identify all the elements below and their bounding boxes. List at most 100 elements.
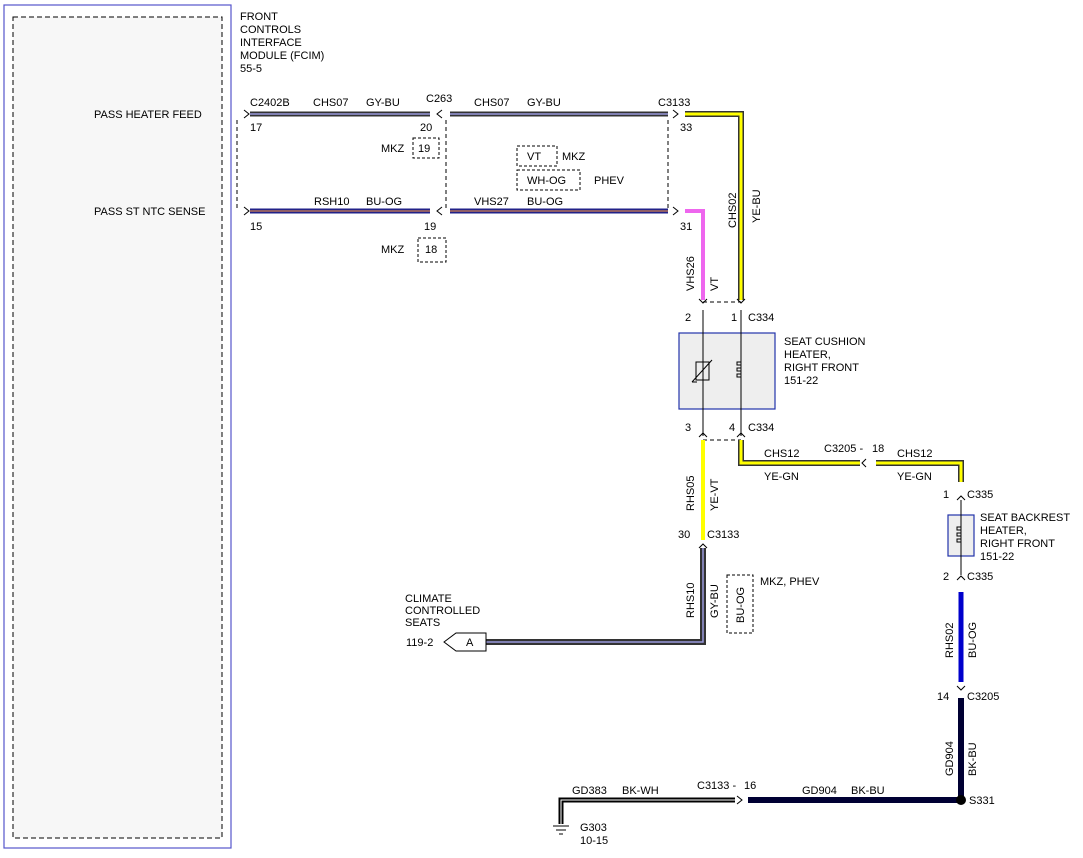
svg-text:HEATER,: HEATER,: [980, 525, 1027, 537]
seat-cushion-heater-box: [678, 332, 776, 410]
pin-arrows: [243, 109, 966, 805]
heater-element-icon: [736, 361, 742, 378]
alt-wh-og-phev: PHEV: [594, 175, 625, 187]
color-ye-gn-a: YE-GN: [764, 471, 799, 483]
connector-c334-top: C334: [748, 312, 774, 324]
color-bk-bu-v: BK-BU: [967, 742, 979, 776]
alt-vt-mkz: MKZ: [562, 151, 586, 163]
color-bk-bu-h: BK-BU: [851, 785, 885, 797]
alt-vt-box: [516, 145, 558, 167]
circuit-rhs10: RHS10: [685, 583, 697, 618]
color-bu-og-a: BU-OG: [366, 196, 402, 208]
alt-mkz-19-label: MKZ: [381, 143, 405, 155]
alt-vt-text: VT: [527, 151, 541, 163]
connector-c335-bottom: C335: [967, 571, 993, 583]
connector-c3133-mid: C3133: [707, 529, 739, 541]
pin-c334-1: 1: [731, 312, 737, 324]
circuit-gd383: GD383: [572, 785, 607, 797]
color-vt: VT: [709, 277, 721, 291]
splice-s331-label: S331: [969, 795, 995, 807]
color-gy-bu-c: GY-BU: [709, 584, 721, 618]
alt-mkz-phev: MKZ, PHEV: [760, 576, 820, 588]
svg-text:151-22: 151-22: [784, 375, 818, 387]
connector-c335-top: C335: [967, 489, 993, 501]
circuit-vhs26: VHS26: [685, 256, 697, 291]
seat-backrest-heater-label: SEAT BACKREST HEATER, RIGHT FRONT 151-22: [980, 512, 1070, 563]
pin-c2402b-17: 17: [250, 122, 262, 134]
signal-pass-heater-feed: PASS HEATER FEED: [94, 109, 202, 121]
ground-icon: [553, 825, 569, 835]
alt-mkz-18-box: [417, 237, 447, 263]
connector-c3205-inline: C3205 -: [824, 443, 863, 455]
circuit-vhs27: VHS27: [474, 196, 509, 208]
seat-cushion-heater-label: SEAT CUSHION HEATER, RIGHT FRONT 151-22: [784, 336, 866, 387]
alt-bu-og-text: BU-OG: [735, 587, 747, 623]
backrest-heater-element-icon: [956, 526, 962, 543]
connector-c3133-inline-pin: 16: [744, 780, 756, 792]
svg-text:55-5: 55-5: [240, 63, 262, 75]
circuit-gd904-h: GD904: [802, 785, 837, 797]
connector-c3205-inline-pin: 18: [872, 443, 884, 455]
alt-wh-og-text: WH-OG: [527, 175, 566, 187]
svg-text:RIGHT FRONT: RIGHT FRONT: [784, 362, 859, 374]
connector-c263: C263: [426, 93, 452, 105]
color-bk-wh: BK-WH: [622, 785, 659, 797]
color-bu-og-b: BU-OG: [527, 196, 563, 208]
circuit-rhs05: RHS05: [685, 476, 697, 511]
ground-ref: 10-15: [580, 835, 608, 847]
pin-c3133-30: 30: [678, 529, 690, 541]
alt-mkz-18-label: MKZ: [381, 244, 405, 256]
ccs-connector-letter: A: [466, 637, 474, 649]
pin-c2402b-15: 15: [250, 221, 262, 233]
svg-text:INTERFACE: INTERFACE: [240, 37, 302, 49]
svg-text:CONTROLS: CONTROLS: [240, 24, 301, 36]
connector-c3205-bottom: C3205: [967, 691, 999, 703]
connector-c334-bottom: C334: [748, 422, 774, 434]
svg-text:151-22: 151-22: [980, 551, 1014, 563]
alt-wh-og-box: [516, 169, 581, 191]
pin-c263-20: 20: [420, 122, 432, 134]
fcim-module-inner-dashed: [12, 16, 223, 839]
alt-bu-og-box: [726, 574, 754, 634]
color-ye-vt: YE-VT: [709, 478, 721, 511]
svg-text:SEATS: SEATS: [405, 617, 440, 629]
ccs-ref: 119-2: [406, 637, 433, 649]
pin-c335-2: 2: [943, 571, 949, 583]
alt-mkz-18-pin: 18: [425, 244, 437, 256]
circuit-chs02: CHS02: [727, 193, 739, 228]
color-ye-bu: YE-BU: [751, 189, 763, 223]
ccs-label: CLIMATE CONTROLLED SEATS: [405, 593, 480, 629]
circuit-chs07-b: CHS07: [474, 97, 509, 109]
splice-s331: [956, 795, 966, 805]
svg-text:HEATER,: HEATER,: [784, 349, 831, 361]
svg-text:FRONT: FRONT: [240, 11, 278, 23]
circuit-rsh10: RSH10: [314, 196, 349, 208]
svg-text:CLIMATE: CLIMATE: [405, 593, 452, 605]
wire-chs12: [738, 440, 964, 482]
connector-c3133-top: C3133: [658, 97, 690, 109]
fcim-module-title: FRONT CONTROLS INTERFACE MODULE (FCIM) 5…: [240, 11, 324, 75]
wire-rhs10: [486, 548, 706, 645]
pin-c334-2: 2: [685, 312, 691, 324]
thermistor-icon: [691, 359, 713, 383]
circuit-rhs02: RHS02: [944, 623, 956, 658]
circuit-chs12-a: CHS12: [764, 448, 799, 460]
pin-c335-1: 1: [943, 489, 949, 501]
signal-pass-st-ntc-sense: PASS ST NTC SENSE: [94, 206, 205, 218]
wire-chs02: [685, 111, 744, 300]
circuit-chs07-a: CHS07: [313, 97, 348, 109]
svg-text:CONTROLLED: CONTROLLED: [405, 605, 480, 617]
circuit-chs12-b: CHS12: [897, 448, 932, 460]
pin-c3133-33: 33: [680, 122, 692, 134]
pin-c334-4: 4: [729, 422, 735, 434]
ccs-connector: [443, 632, 487, 652]
color-ye-gn-b: YE-GN: [897, 471, 932, 483]
circuit-gd904-v: GD904: [944, 741, 956, 776]
svg-text:MODULE (FCIM): MODULE (FCIM): [240, 50, 324, 62]
alt-mkz-19-box: [412, 137, 440, 159]
svg-text:SEAT CUSHION: SEAT CUSHION: [784, 336, 866, 348]
pin-c334-3: 3: [685, 422, 691, 434]
svg-text:SEAT BACKREST: SEAT BACKREST: [980, 512, 1070, 524]
alt-mkz-19-pin: 19: [418, 143, 430, 155]
